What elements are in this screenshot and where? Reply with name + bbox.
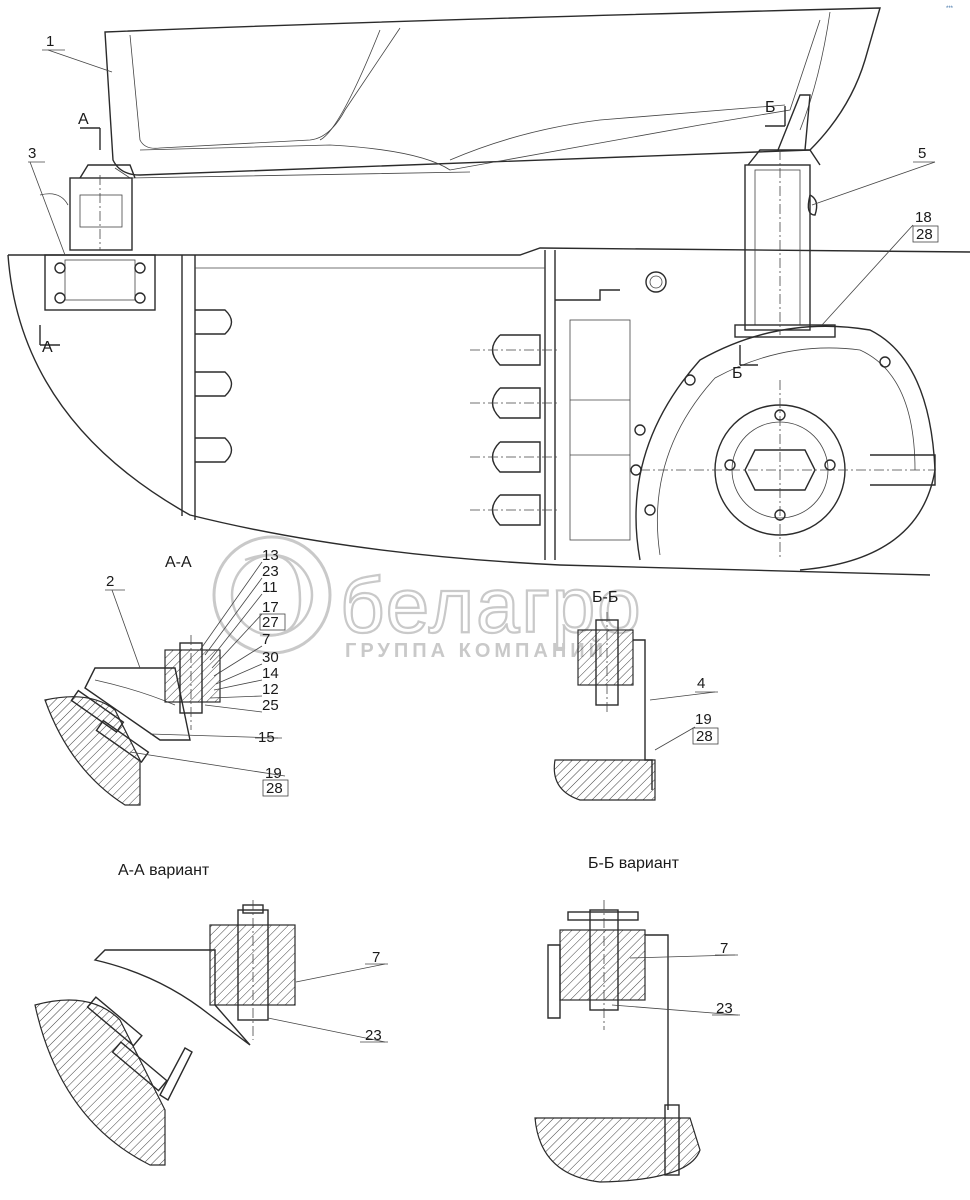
callout-14: 14 [262, 665, 279, 682]
section-mark-b-top: Б [765, 99, 776, 116]
callout-23: 23 [262, 563, 279, 580]
callout-18: 18 [915, 209, 932, 226]
callout-25: 25 [262, 697, 279, 714]
section-bb-view: Б-Б 4 19 28 [553, 589, 719, 801]
variant-callout-7-aa: 7 [372, 949, 380, 966]
callout-7: 7 [262, 631, 270, 648]
frame-slots [195, 309, 560, 526]
variant-callout-7-bb: 7 [720, 940, 728, 957]
callout-2: 2 [106, 573, 114, 590]
callout-28-aa: 28 [266, 780, 283, 797]
callout-4: 4 [697, 675, 705, 692]
section-title-aa-variant: А-А вариант [118, 862, 210, 879]
section-aa-view: А-А 13 23 11 17 27 7 30 14 12 [44, 547, 289, 806]
belagro-logo-icon [212, 535, 332, 655]
callout-13: 13 [262, 547, 279, 564]
section-mark-a-bottom: А [42, 339, 53, 356]
aa-callout-stack: 13 23 11 17 27 7 30 14 12 25 [199, 547, 286, 714]
section-title-bb: Б-Б [592, 589, 618, 606]
callout-17: 17 [262, 599, 279, 616]
section-title-bb-variant: Б-Б вариант [588, 855, 680, 872]
callout-28-bb: 28 [696, 728, 713, 745]
section-aa-variant-view: А-А вариант 7 23 [34, 862, 388, 1166]
callout-1: 1 [46, 33, 54, 50]
callout-15: 15 [258, 729, 275, 746]
section-mark-a-top: А [78, 111, 89, 128]
section-title-aa: А-А [165, 554, 192, 571]
callout-19-aa: 19 [265, 765, 282, 782]
variant-callout-23-aa: 23 [365, 1027, 382, 1044]
main-assembly-view [7, 7, 970, 576]
variant-callout-23-bb: 23 [716, 1000, 733, 1017]
callout-12: 12 [262, 681, 279, 698]
section-markers: А А Б Б [39, 99, 786, 382]
callout-19-bb: 19 [695, 711, 712, 728]
watermark-subtitle: ГРУППА КОМПАНИЙ [345, 638, 607, 662]
top-callouts: 1 3 5 18 28 [28, 33, 939, 326]
callout-11: 11 [262, 579, 278, 596]
section-mark-b-bottom: Б [732, 365, 743, 382]
corner-mark: *** [946, 6, 954, 12]
callout-28-top: 28 [916, 226, 933, 243]
callout-3: 3 [28, 145, 36, 162]
callout-30: 30 [262, 649, 279, 666]
section-bb-variant-view: Б-Б вариант 7 23 [534, 855, 740, 1183]
callout-5: 5 [918, 145, 926, 162]
callout-27: 27 [262, 614, 279, 631]
